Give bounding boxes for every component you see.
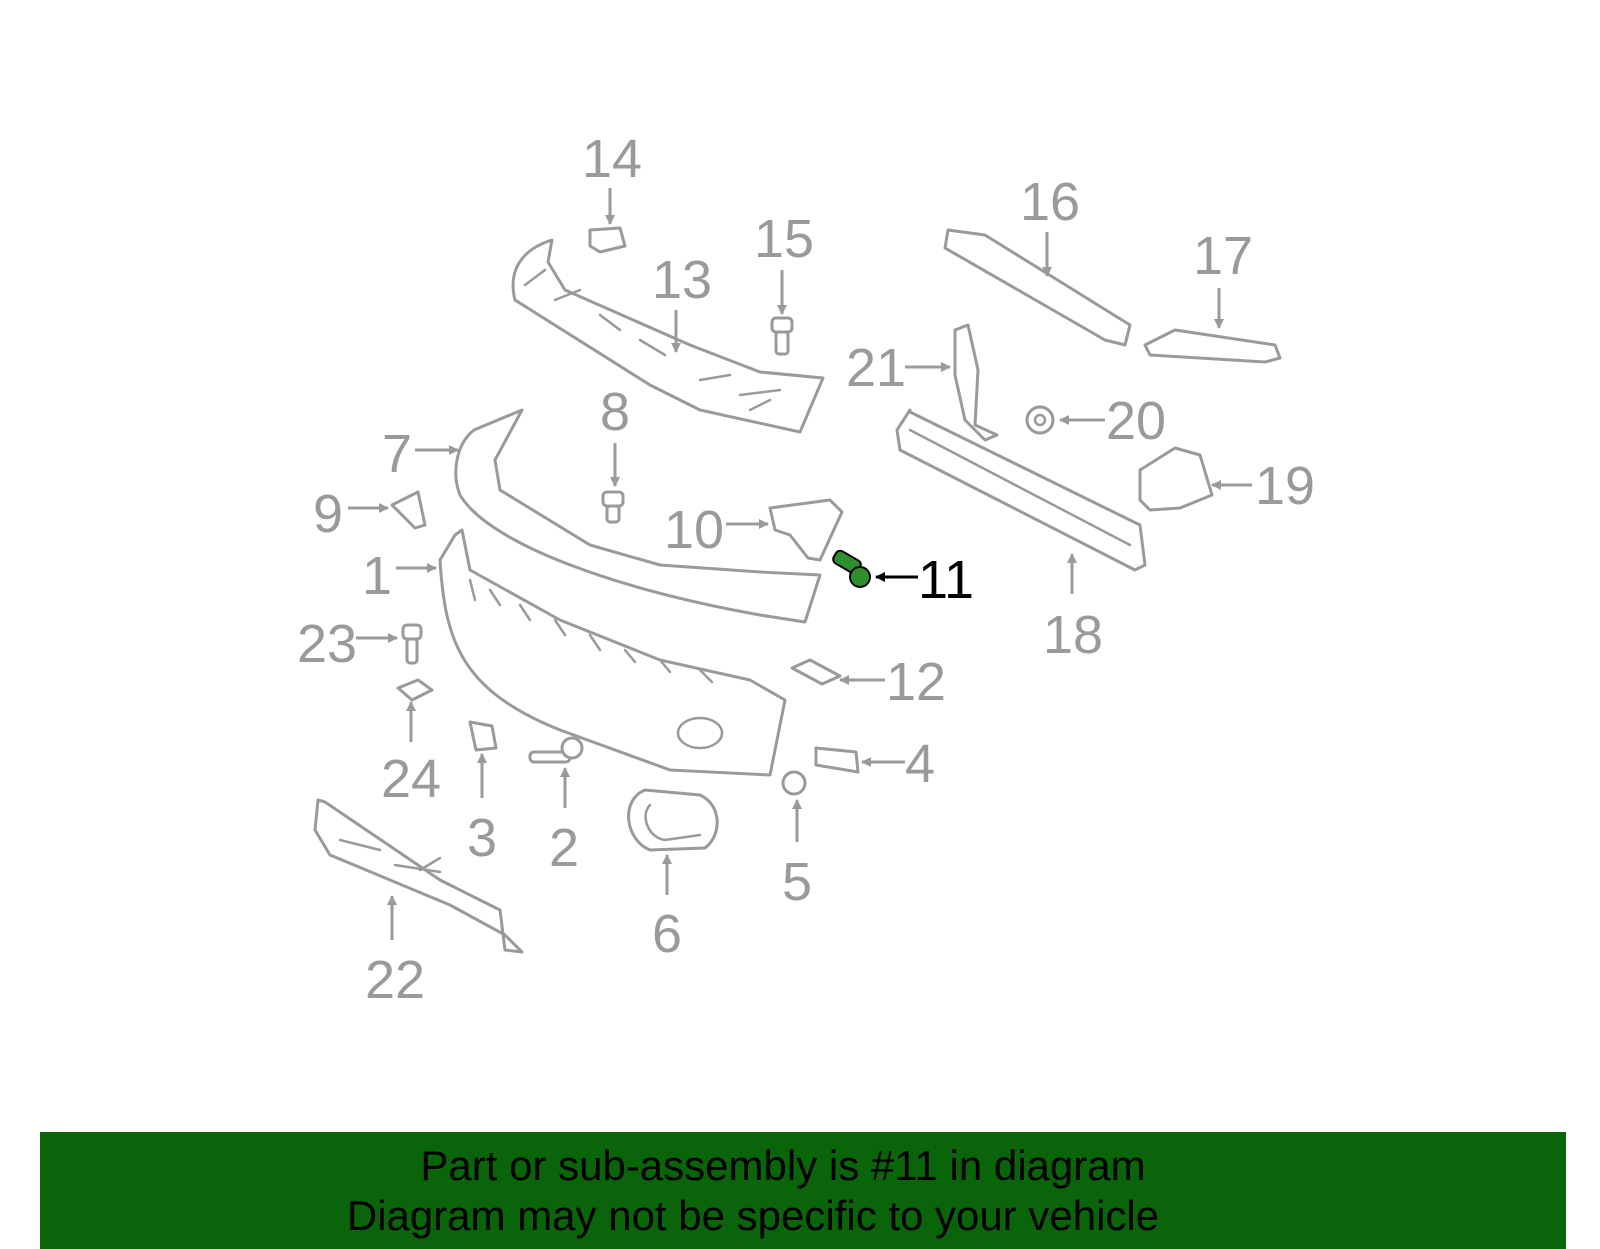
part-21-bracket xyxy=(953,323,999,442)
leader-lines xyxy=(348,188,1252,940)
callout-12: 12 xyxy=(886,652,946,712)
callout-14: 14 xyxy=(582,129,642,189)
callout-18: 18 xyxy=(1043,605,1103,665)
part-10-bracket xyxy=(768,498,844,562)
part-12-bracket xyxy=(790,658,842,686)
banner-line-1: Part or sub-assembly is #11 in diagram xyxy=(420,1141,1146,1189)
part-11-bolt xyxy=(832,549,871,588)
callout-22: 22 xyxy=(365,950,425,1010)
part-22-skid-plate xyxy=(313,798,524,954)
callout-9: 9 xyxy=(313,484,343,544)
part-18-reinforcement xyxy=(895,408,1147,572)
callout-24: 24 xyxy=(381,749,441,809)
part-14-clip xyxy=(588,226,627,254)
part-5-nut xyxy=(781,770,807,796)
part-13-upper-retainer xyxy=(511,238,825,434)
part-16-absorber xyxy=(943,228,1132,347)
callout-labels: 14 13 15 16 17 21 20 19 18 7 8 9 10 11 1… xyxy=(297,129,1315,1010)
part-20-nut xyxy=(1025,405,1055,435)
callout-15: 15 xyxy=(754,209,814,269)
callout-4: 4 xyxy=(905,734,935,794)
part-7-upper-cover xyxy=(454,408,822,624)
part-19-bracket xyxy=(1138,446,1214,512)
callout-13: 13 xyxy=(652,250,712,310)
part-1-bumper-cover xyxy=(438,528,787,777)
callout-2: 2 xyxy=(549,818,579,878)
part-4-clip xyxy=(814,746,860,774)
callout-11: 11 xyxy=(918,550,974,610)
part-23-bolt xyxy=(401,623,423,665)
callout-17: 17 xyxy=(1193,226,1253,286)
part-6-fog-bezel xyxy=(627,788,719,852)
callout-5: 5 xyxy=(782,852,812,912)
info-banner: Part or sub-assembly is #11 in diagram D… xyxy=(40,1132,1566,1249)
part-15-bolt xyxy=(770,316,794,356)
callout-1: 1 xyxy=(362,546,392,606)
callout-10: 10 xyxy=(664,500,724,560)
callout-23: 23 xyxy=(297,614,357,674)
banner-line-2: Diagram may not be specific to your vehi… xyxy=(346,1191,1160,1239)
part-24-clip xyxy=(396,678,434,702)
part-3-clip xyxy=(468,720,498,752)
part-2-bolt xyxy=(528,736,584,764)
callout-7: 7 xyxy=(382,424,412,484)
callout-20: 20 xyxy=(1106,391,1166,451)
callout-8: 8 xyxy=(600,382,630,442)
callout-16: 16 xyxy=(1020,172,1080,232)
callout-21: 21 xyxy=(846,338,906,398)
callout-19: 19 xyxy=(1255,456,1315,516)
part-8-bolt xyxy=(601,490,625,524)
part-9-bracket xyxy=(390,490,427,530)
callout-6: 6 xyxy=(652,904,682,964)
part-17-bracket xyxy=(1143,328,1282,364)
callout-3: 3 xyxy=(467,808,497,868)
